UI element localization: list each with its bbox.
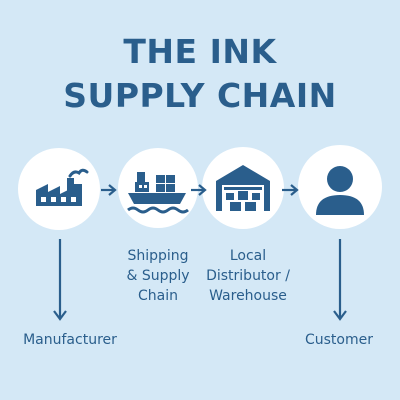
label-shipping: Shipping & Supply Chain [126, 248, 190, 304]
distributor-node [202, 147, 284, 229]
page-title: THE INK SUPPLY CHAIN [0, 30, 400, 118]
label-distributor: Local Distributor / Warehouse [206, 248, 290, 304]
person-icon [316, 166, 364, 215]
label-manufacturer: Manufacturer [23, 332, 117, 348]
cargo-ship-icon [127, 172, 189, 214]
shipping-node [118, 148, 198, 228]
arrow-distributor-to-customer [282, 184, 299, 196]
title-line-2: SUPPLY CHAIN [63, 76, 337, 115]
arrow-down-customer [333, 239, 347, 321]
factory-icon [36, 168, 89, 206]
warehouse-icon [216, 165, 270, 211]
arrow-shipping-to-distributor [191, 184, 207, 196]
arrow-down-manufacturer [53, 239, 67, 321]
label-customer: Customer [304, 332, 373, 348]
manufacturer-node [18, 148, 100, 230]
title-line-1: THE INK [123, 32, 277, 71]
arrow-manufacturer-to-shipping [101, 184, 117, 196]
customer-node [298, 145, 382, 229]
